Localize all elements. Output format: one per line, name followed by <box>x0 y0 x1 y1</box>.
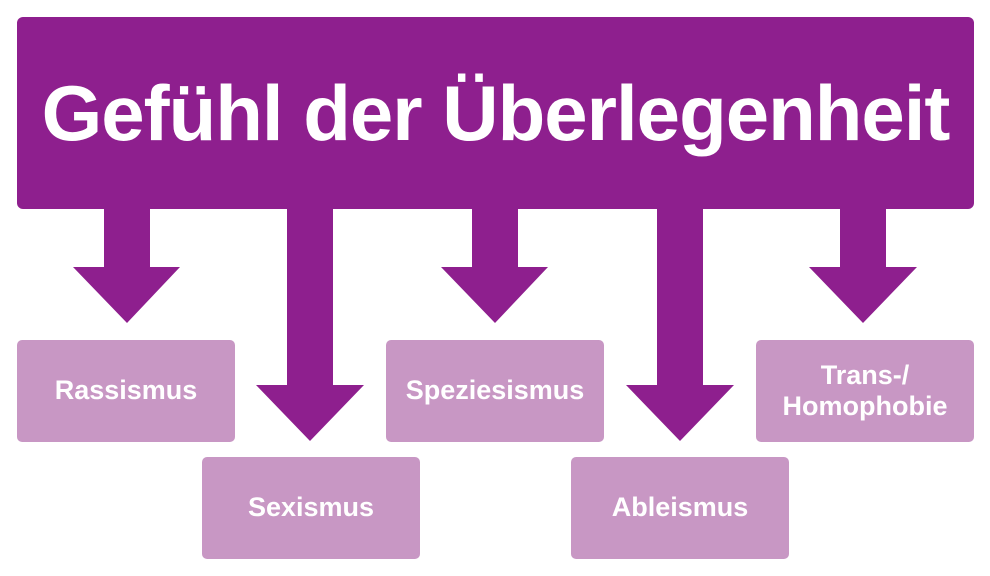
box-ableismus: Ableismus <box>571 457 789 559</box>
box-trans-homophobie: Trans-/ Homophobie <box>756 340 974 442</box>
box-sexismus: Sexismus <box>202 457 420 559</box>
header-box: Gefühl der Überlegenheit <box>17 17 974 209</box>
arrow-rassismus <box>73 205 180 323</box>
arrow-trans-homophobie <box>809 205 917 323</box>
box-label-sexismus: Sexismus <box>247 492 375 523</box>
box-label-trans-homophobie: Trans-/ Homophobie <box>782 359 948 421</box>
box-label-rassismus: Rassismus <box>54 375 198 406</box>
box-label-ableismus: Ableismus <box>611 492 749 523</box>
arrow-speziesismus <box>441 205 548 323</box>
box-speziesismus: Speziesismus <box>386 340 604 442</box>
header-title: Gefühl der Überlegenheit <box>41 68 951 157</box>
arrow-ableismus <box>626 205 734 441</box>
box-rassismus: Rassismus <box>17 340 235 442</box>
box-label-speziesismus: Speziesismus <box>405 375 585 406</box>
arrow-sexismus <box>256 205 364 441</box>
